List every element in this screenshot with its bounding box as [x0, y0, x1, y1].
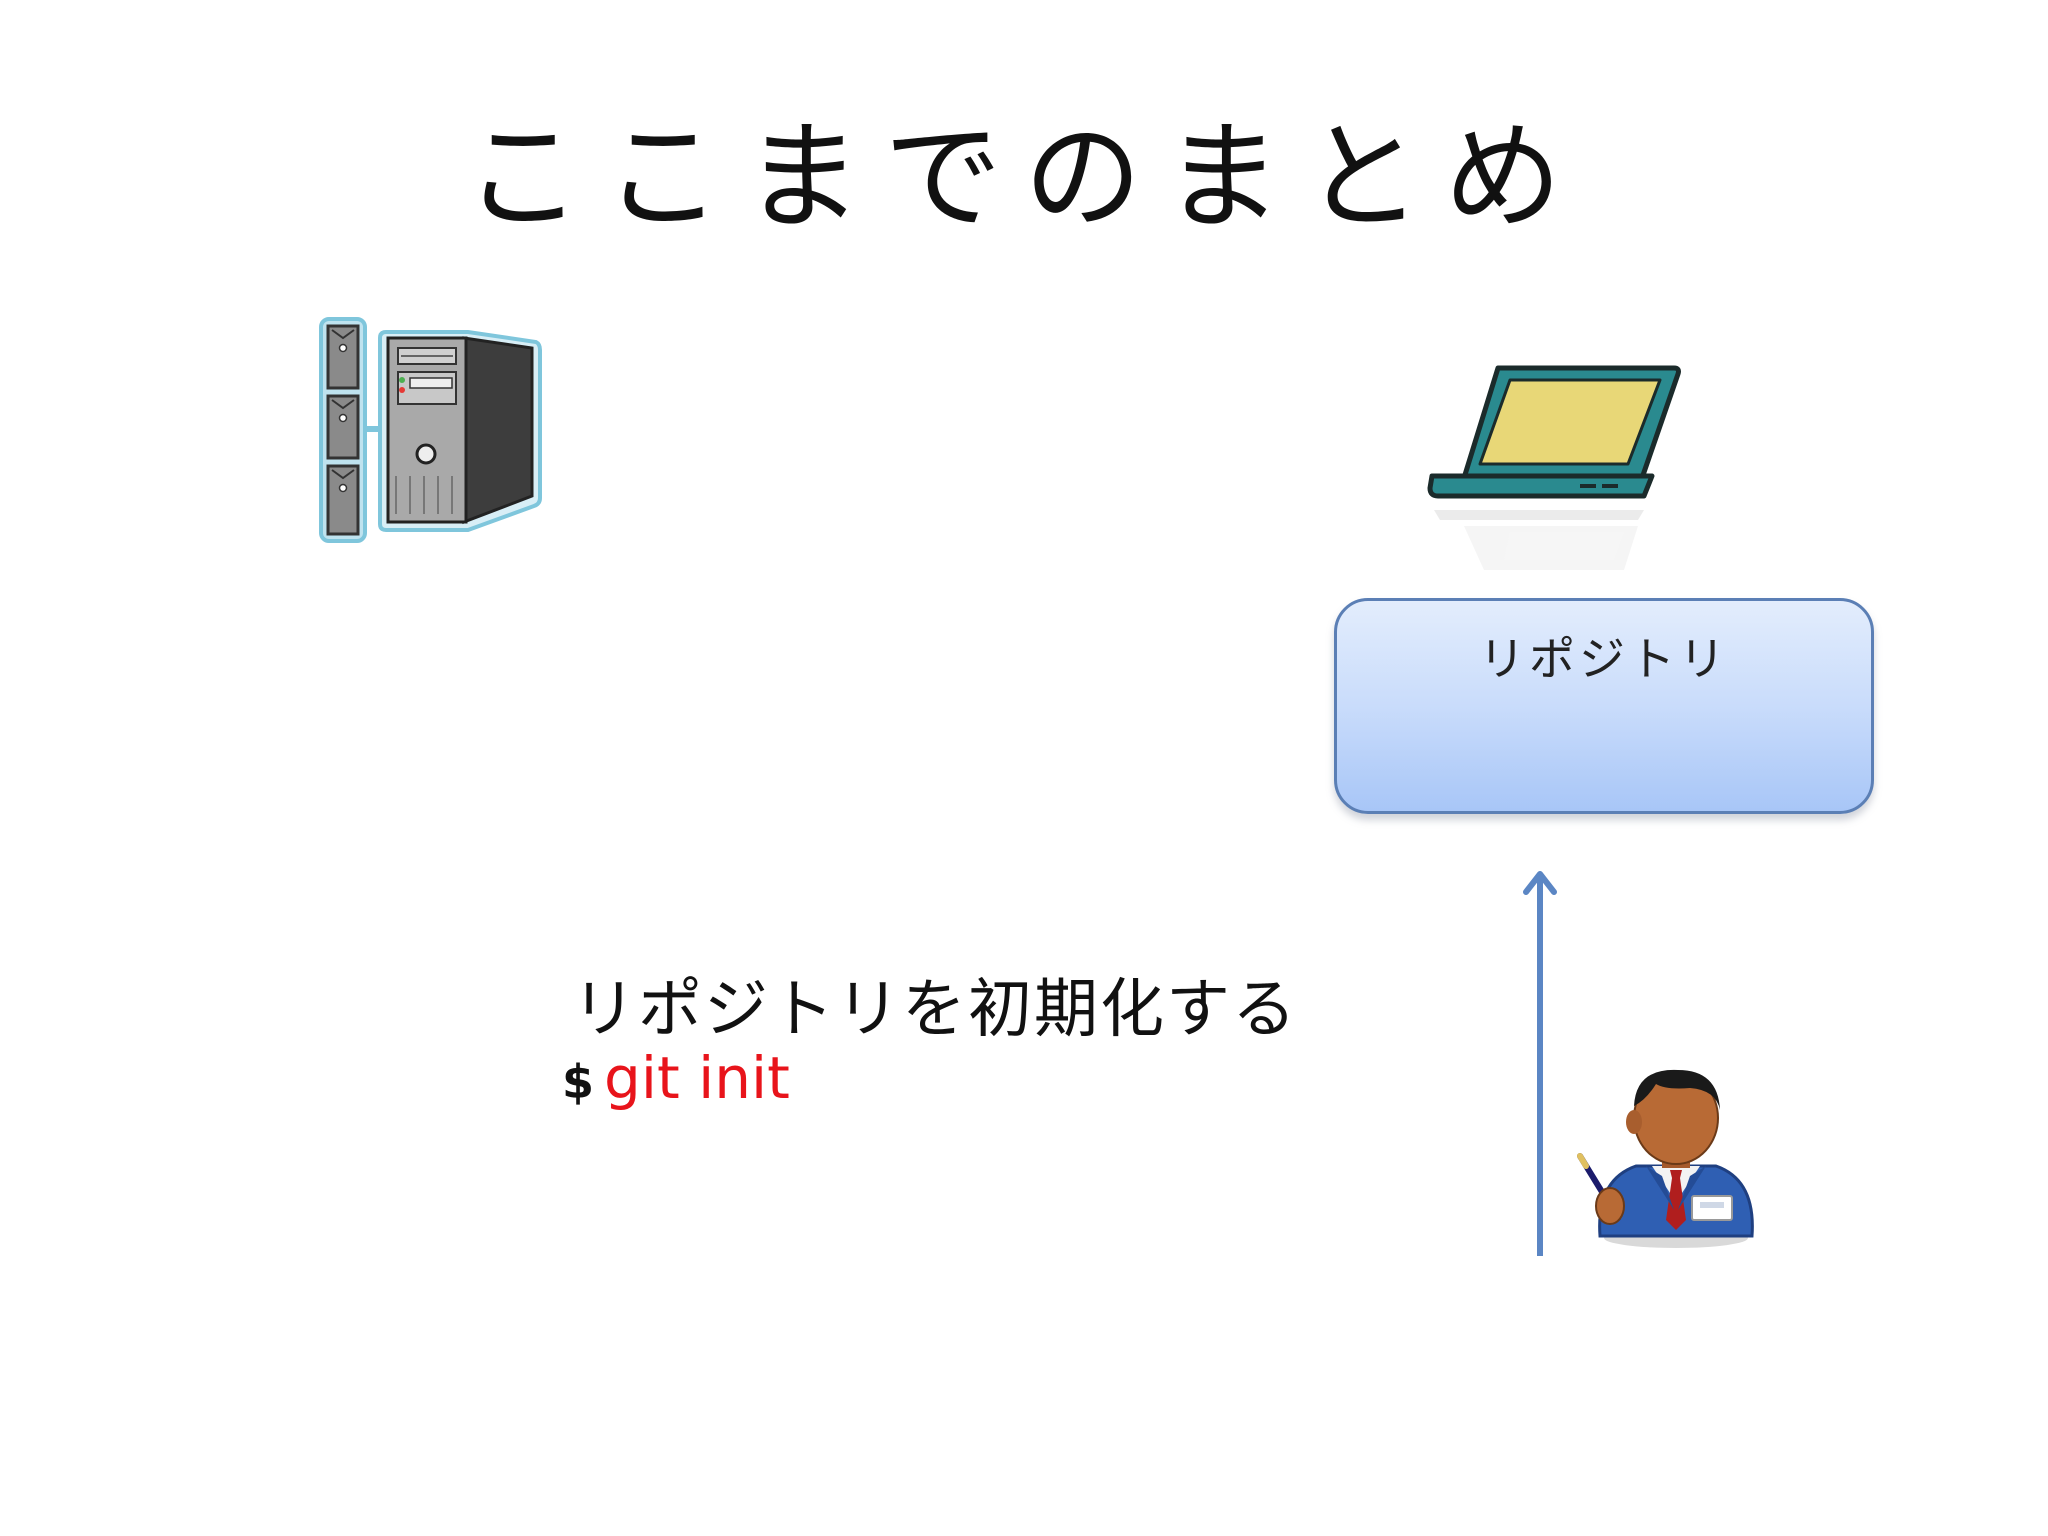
user-person-icon — [1577, 1069, 1754, 1248]
server-tower-icon — [319, 317, 542, 543]
repository-box: リポジトリ — [1334, 598, 1874, 814]
repository-label: リポジトリ — [1479, 632, 1729, 686]
git-init-command: git init — [604, 1044, 790, 1112]
instruction-caption: リポジトリを初期化する — [572, 973, 1298, 1047]
laptop-icon — [1427, 365, 1681, 570]
slide-title: ここまでのまとめ — [463, 108, 1584, 246]
upward-arrow — [1523, 871, 1557, 1256]
shell-prompt: $ — [562, 1055, 595, 1109]
command-line: $git init — [562, 1044, 790, 1112]
